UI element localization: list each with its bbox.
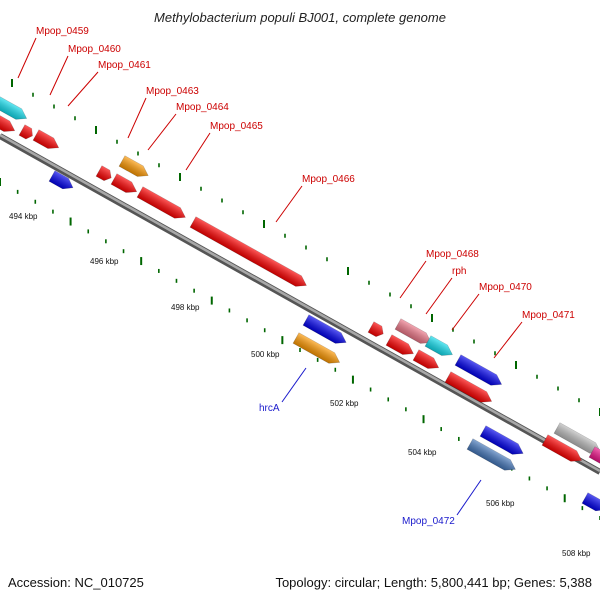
gene-label-hrca[interactable]: hrcA	[259, 403, 280, 414]
gene-magenta-508[interactable]	[588, 446, 600, 467]
gene-blue-494[interactable]	[48, 170, 76, 193]
gene-label-mpop-0472[interactable]: Mpop_0472	[402, 516, 455, 527]
ruler-label-496: 496 kbp	[90, 257, 119, 266]
gene-label-mpop-0465[interactable]: Mpop_0465	[210, 121, 263, 132]
gene-label-rph[interactable]: rph	[452, 266, 466, 277]
label-leader-line	[67, 71, 99, 107]
gene-mpop-0470[interactable]	[412, 349, 442, 373]
gene-label-mpop-0468[interactable]: Mpop_0468	[426, 249, 479, 260]
ruler-label-504: 504 kbp	[408, 448, 437, 457]
label-leader-line	[185, 132, 211, 171]
label-leader-line	[127, 97, 147, 139]
gene-blue-500[interactable]	[302, 314, 349, 348]
genome-backbone-highlight	[0, 133, 600, 473]
gene-mpop-0463b[interactable]	[95, 165, 114, 183]
ruler-label-506: 506 kbp	[486, 499, 515, 508]
accession-text: Accession: NC_010725	[8, 575, 144, 590]
gene-mpop-0472[interactable]	[466, 438, 518, 475]
label-leader-line	[281, 367, 307, 403]
label-leader-line	[275, 185, 303, 223]
ruler-label-502: 502 kbp	[330, 399, 359, 408]
gene-rph[interactable]	[424, 335, 455, 360]
gene-mpop-0467[interactable]	[367, 321, 386, 339]
gene-blue-506[interactable]	[479, 425, 526, 459]
gene-mpop-0471b[interactable]	[444, 371, 494, 407]
gene-mpop-0464[interactable]	[110, 173, 140, 197]
gene-label-mpop-0463[interactable]: Mpop_0463	[146, 86, 199, 97]
ruler-label-494: 494 kbp	[9, 212, 38, 221]
gene-red-508[interactable]	[541, 434, 585, 466]
gene-blue-510[interactable]	[581, 492, 600, 515]
gene-mpop-0459[interactable]	[0, 92, 30, 124]
ruler-label-508: 508 kbp	[562, 549, 591, 558]
gene-mpop-0471[interactable]	[454, 354, 504, 390]
gene-label-mpop-0461[interactable]: Mpop_0461	[98, 60, 151, 71]
ruler-label-500: 500 kbp	[251, 350, 280, 359]
gene-label-mpop-0471[interactable]: Mpop_0471	[522, 310, 575, 321]
gene-mpop-0460[interactable]	[0, 112, 18, 136]
gene-label-mpop-0470[interactable]: Mpop_0470	[479, 282, 532, 293]
gene-features	[0, 92, 600, 515]
label-leader-lines	[17, 37, 523, 516]
gene-label-mpop-0464[interactable]: Mpop_0464	[176, 102, 229, 113]
gene-hrca[interactable]	[292, 332, 342, 368]
label-leader-line	[425, 277, 453, 315]
gene-mpop-0468[interactable]	[394, 318, 434, 348]
label-leader-line	[49, 55, 69, 96]
gene-label-mpop-0466[interactable]: Mpop_0466	[302, 174, 355, 185]
label-leader-line	[493, 321, 523, 359]
gene-mpop-0461[interactable]	[32, 129, 62, 153]
gene-mpop-0466[interactable]	[189, 216, 309, 291]
gene-mpop-0469[interactable]	[385, 334, 416, 359]
ruler-label-498: 498 kbp	[171, 303, 200, 312]
gene-label-mpop-0460[interactable]: Mpop_0460	[68, 44, 121, 55]
label-leader-line	[17, 37, 37, 79]
label-leader-line	[451, 293, 480, 331]
gene-label-mpop-0459[interactable]: Mpop_0459	[36, 26, 89, 37]
gene-mpop-0465[interactable]	[136, 186, 188, 223]
label-leader-line	[147, 113, 177, 151]
label-leader-line	[399, 260, 427, 299]
ruler-ticks	[0, 79, 600, 520]
map-title: Methylobacterium populi BJ001, complete …	[154, 10, 446, 25]
gene-mpop-0460b[interactable]	[18, 124, 35, 141]
label-leader-line	[456, 479, 482, 516]
gene-mpop-0463[interactable]	[118, 155, 151, 181]
genome-summary-text: Topology: circular; Length: 5,800,441 bp…	[275, 575, 592, 590]
